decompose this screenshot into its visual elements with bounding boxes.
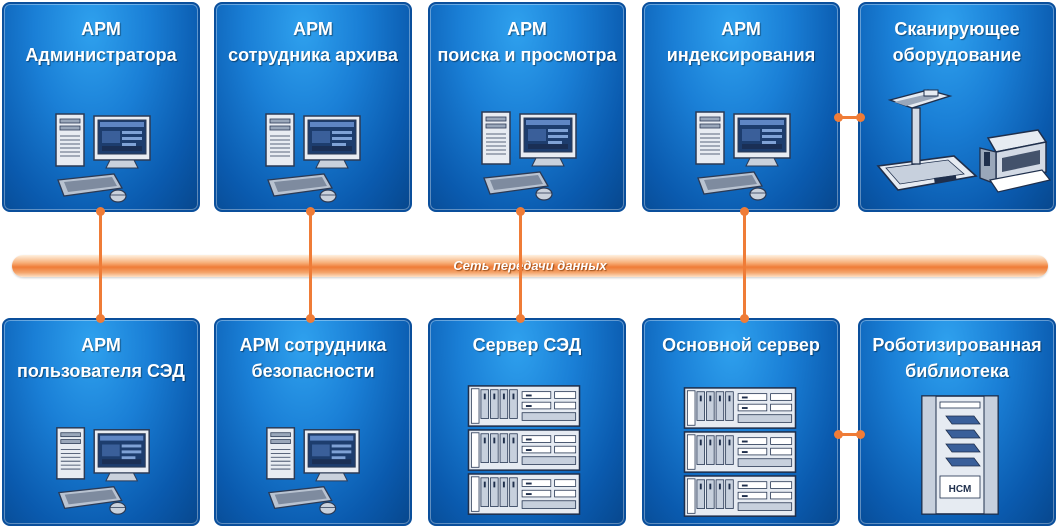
scanner-icon	[876, 89, 1052, 193]
connector-line	[742, 266, 746, 318]
connector-dot	[833, 429, 843, 439]
robotic-library-box: Роботизированная библиотека HCM	[858, 318, 1056, 526]
arm-search-title: АРМ поиска и просмотра	[430, 16, 624, 68]
title-line: АРМ сотрудника	[239, 335, 387, 355]
title-line: поиска и просмотра	[437, 45, 617, 65]
connector-line	[742, 211, 746, 266]
connector-line	[838, 432, 860, 436]
workstation-icon	[264, 104, 364, 214]
arm-administrator-box: АРМ Администратора	[2, 2, 200, 212]
connector-dot	[739, 206, 749, 216]
main-server-title: Основной сервер	[644, 332, 838, 358]
title-line: АРМ	[81, 19, 121, 39]
connector-dot	[95, 313, 105, 323]
connector-dot	[855, 429, 865, 439]
server-rack-icon	[462, 384, 586, 518]
arm-sed-user-box: АРМ пользователя СЭД	[2, 318, 200, 526]
title-line: безопасности	[251, 361, 375, 381]
arm-administrator-title: АРМ Администратора	[4, 16, 198, 68]
title-line: АРМ	[721, 19, 761, 39]
arm-indexing-title: АРМ индексирования	[644, 16, 838, 68]
scanners-title: Сканирующее оборудование	[860, 16, 1054, 68]
sed-server-title: Сервер СЭД	[430, 332, 624, 358]
title-line: индексирования	[666, 45, 816, 65]
title-line: Сканирующее	[894, 19, 1020, 39]
server-rack-icon	[678, 386, 802, 520]
connector-dot	[305, 313, 315, 323]
workstation-icon	[694, 102, 794, 212]
arm-archive-title: АРМ сотрудника архива	[216, 16, 410, 68]
title-line: оборудование	[892, 45, 1022, 65]
robotic-library-title: Роботизированная библиотека	[860, 332, 1054, 384]
workstation-icon	[54, 104, 154, 214]
arm-security-title: АРМ сотрудника безопасности	[216, 332, 410, 384]
arm-sed-user-title: АРМ пользователя СЭД	[4, 332, 198, 384]
connector-line	[98, 211, 102, 266]
workstation-icon	[480, 102, 580, 212]
connector-dot	[833, 112, 843, 122]
title-line: библиотека	[905, 361, 1009, 381]
connector-dot	[739, 313, 749, 323]
title-line: Администратора	[25, 45, 177, 65]
arm-archive-box: АРМ сотрудника архива	[214, 2, 412, 212]
arm-indexing-box: АРМ индексирования	[642, 2, 840, 212]
connector-dot	[515, 313, 525, 323]
main-server-box: Основной сервер	[642, 318, 840, 526]
title-line: пользователя СЭД	[17, 361, 185, 381]
title-line: сотрудника архива	[228, 45, 398, 65]
connector-line	[838, 115, 860, 119]
title-line: АРМ	[507, 19, 547, 39]
connector-dot	[855, 112, 865, 122]
connector-line	[518, 211, 522, 266]
scanners-box: Сканирующее оборудование	[858, 2, 1056, 212]
library-brand-text: HCM	[949, 484, 972, 495]
arm-search-box: АРМ поиска и просмотра	[428, 2, 626, 212]
connector-line	[98, 266, 102, 318]
connector-line	[308, 211, 312, 266]
connector-dot	[95, 206, 105, 216]
data-network-label: Сеть передачи данных	[453, 258, 607, 273]
tape-library-icon: HCM	[921, 395, 999, 515]
title-line: Сервер СЭД	[472, 335, 582, 355]
connector-line	[308, 266, 312, 318]
workstation-icon	[264, 418, 364, 526]
connector-line	[518, 266, 522, 318]
title-line: Роботизированная	[872, 335, 1042, 355]
connector-dot	[305, 206, 315, 216]
workstation-icon	[54, 418, 154, 526]
title-line: АРМ	[81, 335, 121, 355]
title-line: Основной сервер	[662, 335, 820, 355]
arm-security-box: АРМ сотрудника безопасности	[214, 318, 412, 526]
connector-dot	[515, 206, 525, 216]
data-network-bus: Сеть передачи данных	[12, 255, 1048, 277]
sed-server-box: Сервер СЭД	[428, 318, 626, 526]
title-line: АРМ	[293, 19, 333, 39]
